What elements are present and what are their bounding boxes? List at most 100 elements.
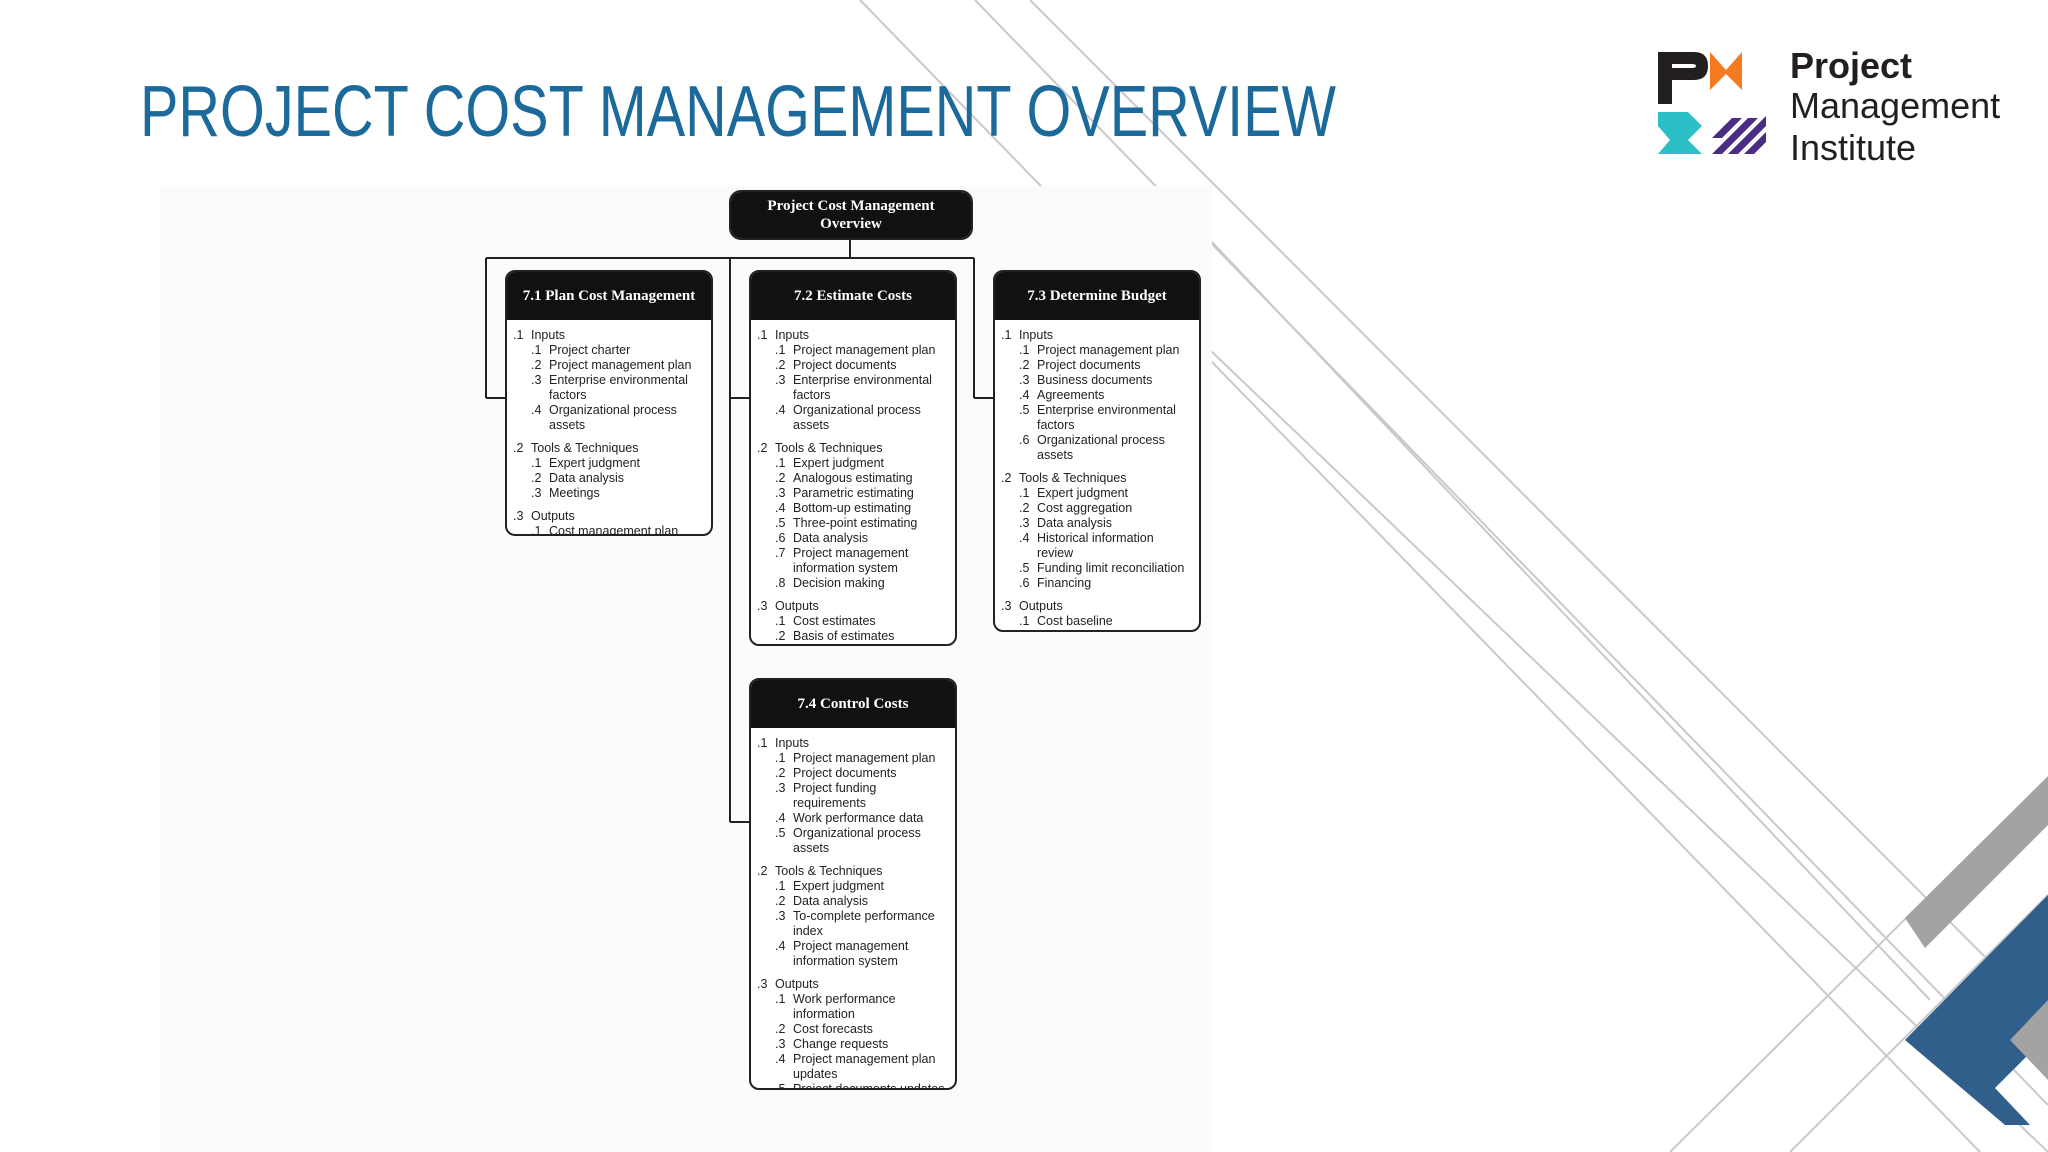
list-item: .2 Analogous estimating xyxy=(757,471,949,486)
item-text: Project documents updates xyxy=(793,644,949,646)
deco-line xyxy=(1209,349,2048,1152)
item-text: Data analysis xyxy=(793,531,869,545)
item-number: .3 xyxy=(531,373,542,387)
item-number: .4 xyxy=(775,811,786,825)
item-text: Project documents xyxy=(793,766,897,780)
list-item: .6 Data analysis xyxy=(757,531,949,546)
item-text: Historical information review xyxy=(1037,531,1154,560)
item-number: .3 xyxy=(775,909,786,923)
item-number: .6 xyxy=(775,531,786,545)
item-text: Enterprise environmental factors xyxy=(1037,403,1176,432)
item-number: .2 xyxy=(1019,358,1030,372)
list-item: .2 Project documents xyxy=(757,766,949,781)
item-number: .1 xyxy=(531,456,542,470)
list-item: .6 Organizational process assets xyxy=(1001,433,1193,463)
section-number: .2 xyxy=(513,441,524,455)
item-number: .3 xyxy=(531,486,542,500)
section-title: Outputs xyxy=(1019,599,1063,613)
item-text: Bottom-up estimating xyxy=(793,501,912,515)
item-number: .1 xyxy=(775,614,786,628)
section-title: Inputs xyxy=(775,328,810,342)
cost-management-diagram: Project Cost Management Overview 7.1 Pla… xyxy=(160,186,1212,1152)
process-title: 7.3 Determine Budget xyxy=(995,272,1199,320)
item-text: Organizational process assets xyxy=(1037,433,1165,462)
item-number: .4 xyxy=(1019,388,1030,402)
item-text: Cost estimates xyxy=(793,614,876,628)
item-text: Change requests xyxy=(793,1037,889,1051)
item-text: Cost aggregation xyxy=(1037,501,1133,515)
item-number: .5 xyxy=(775,826,786,840)
item-number: .1 xyxy=(531,343,542,357)
item-number: .4 xyxy=(1019,531,1030,545)
item-number: .2 xyxy=(775,766,786,780)
deco-gray-shape xyxy=(1905,776,2048,948)
item-number: .2 xyxy=(1019,501,1030,515)
item-number: .6 xyxy=(1019,433,1030,447)
item-number: .4 xyxy=(775,501,786,515)
section-number: .2 xyxy=(1001,471,1012,485)
list-item: .3 To-complete performance index xyxy=(757,909,949,939)
item-text: Agreements xyxy=(1037,388,1105,402)
logo-text-institute: Institute xyxy=(1790,127,1917,168)
item-number: .1 xyxy=(775,992,786,1006)
section-number: .1 xyxy=(513,328,524,342)
logo-text-project: Project xyxy=(1790,45,1913,86)
item-text: Project management plan xyxy=(1037,343,1180,357)
pmi-logo-mark xyxy=(1658,52,1766,154)
deco-line xyxy=(974,0,2048,1106)
item-text: Analogous estimating xyxy=(793,471,913,485)
item-text: Project management plan xyxy=(793,751,936,765)
item-text: Project documents xyxy=(793,358,897,372)
item-text: Project documents xyxy=(1037,358,1141,372)
section-title: Outputs xyxy=(531,509,575,523)
item-number: .5 xyxy=(775,516,786,530)
item-text: To-complete performance index xyxy=(793,909,935,938)
item-text: Data analysis xyxy=(793,894,869,908)
item-number: .3 xyxy=(775,781,786,795)
item-number: .3 xyxy=(775,1037,786,1051)
section-number: .2 xyxy=(757,441,768,455)
item-text: Expert judgment xyxy=(793,456,885,470)
item-number: .4 xyxy=(775,939,786,953)
item-number: .2 xyxy=(531,358,542,372)
item-number: .5 xyxy=(1019,403,1030,417)
section-title: Tools & Techniques xyxy=(1019,471,1127,485)
item-text: Organizational process assets xyxy=(793,403,921,432)
diagram-connectors xyxy=(485,240,993,823)
item-number: .2 xyxy=(775,471,786,485)
pmi-logo: Project Management Institute xyxy=(1658,46,2030,166)
section-title: Inputs xyxy=(775,736,810,750)
list-item: .4 Historical information review xyxy=(1001,531,1193,561)
item-number: .4 xyxy=(775,1052,786,1066)
item-number: .2 xyxy=(775,1022,786,1036)
item-text: Business documents xyxy=(1037,373,1153,387)
